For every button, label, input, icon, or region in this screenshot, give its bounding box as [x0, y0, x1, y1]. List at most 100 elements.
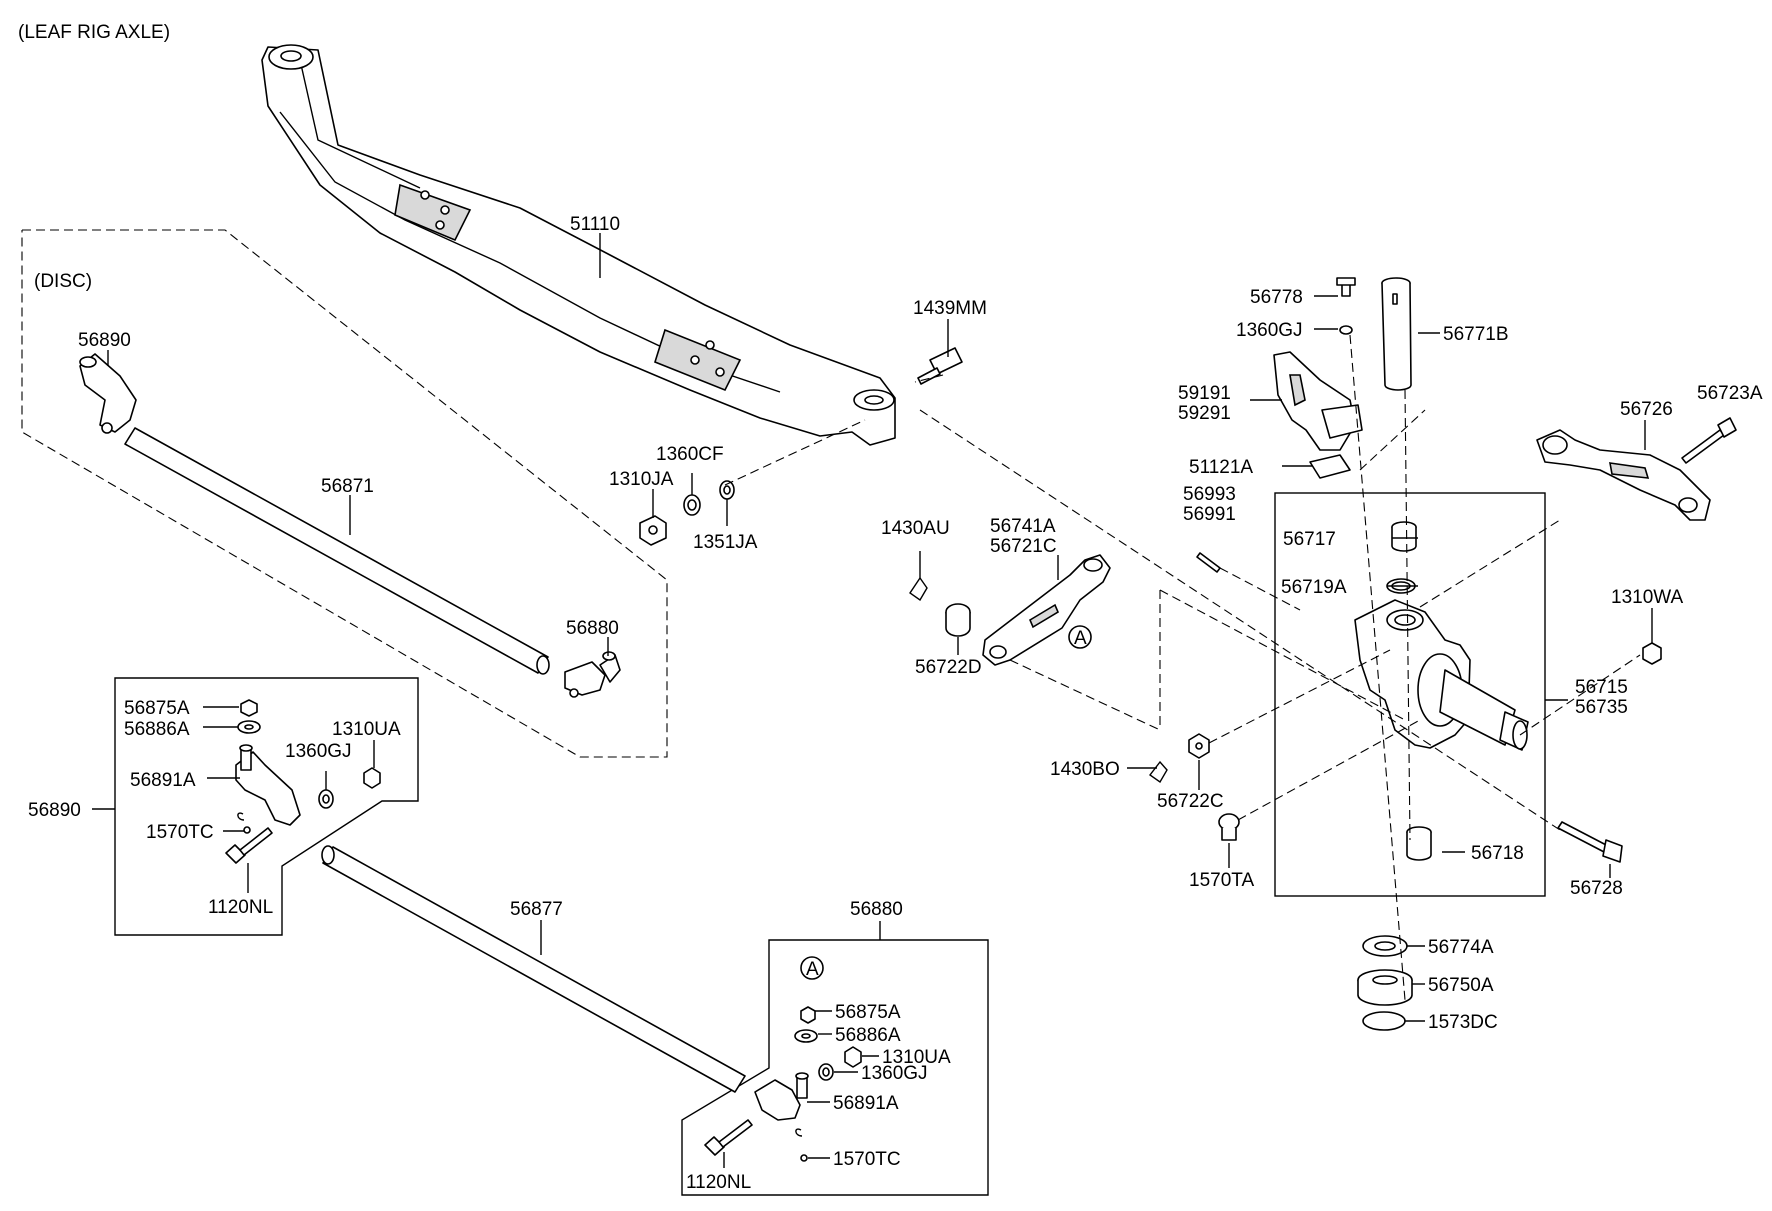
left-tie-rod-end-kit-box [114, 677, 419, 936]
label-kit-right-group[interactable]: 56880 [850, 899, 903, 920]
callout-a-label: A [806, 959, 819, 980]
label-tie-rod-end-left-disc[interactable]: 56890 [78, 330, 131, 351]
label-grease-fitting[interactable]: 1570TA [1189, 870, 1254, 891]
disc-variant-dashed-frame [21, 229, 668, 758]
label-steering-arm-nut[interactable]: 1310WA [1611, 587, 1683, 608]
label-castle-nut[interactable]: 56722C [1157, 791, 1224, 812]
label-axle-nut[interactable]: 1310JA [609, 469, 674, 490]
axle-nut [639, 515, 667, 546]
label-cotter-pin-lower[interactable]: 1430BO [1050, 759, 1120, 780]
label-knuckle-arm-a[interactable]: 56741A [990, 516, 1056, 537]
label-bracket-b[interactable]: 59291 [1178, 403, 1231, 424]
label-tie-rod-disc[interactable]: 56871 [321, 476, 374, 497]
knuckle-arm [982, 554, 1111, 666]
label-axle-bolt[interactable]: 1439MM [913, 298, 987, 319]
kit-left-nut [240, 699, 258, 717]
kit-right-nut-b [844, 1046, 862, 1068]
label-kit-right-nut[interactable]: 56875A [835, 1002, 901, 1023]
label-knuckle-arm-b[interactable]: 56721C [990, 536, 1057, 557]
kit-right-pin [795, 1128, 808, 1162]
axle-bolt [917, 347, 963, 385]
label-kit-right-pin[interactable]: 1570TC [833, 1149, 901, 1170]
bracket [1273, 351, 1363, 451]
variant-label: (DISC) [34, 271, 92, 292]
knuckle-bolt [1557, 821, 1623, 863]
label-steering-arm-bolt[interactable]: 56723A [1697, 383, 1763, 404]
tie-rod-end-right-disc [564, 651, 621, 698]
bracket-plate [1309, 454, 1351, 479]
knuckle-group-box [1274, 492, 1546, 897]
kit-right-washer-b [818, 1063, 834, 1081]
cotter-pin-lower [1148, 760, 1168, 784]
label-kit-left-bolt[interactable]: 1120NL [208, 897, 273, 918]
stopper-bolt [1336, 277, 1356, 297]
label-tie-rod[interactable]: 56877 [510, 899, 563, 920]
label-axle-washer-b[interactable]: 1351JA [693, 532, 758, 553]
label-thrust-bearing[interactable]: 56750A [1428, 975, 1494, 996]
knuckle [1354, 599, 1529, 751]
label-seal-upper[interactable]: 56719A [1281, 577, 1347, 598]
label-stopper-bolt[interactable]: 56778 [1250, 287, 1303, 308]
label-shim[interactable]: 56774A [1428, 937, 1494, 958]
label-knuckle-b[interactable]: 56735 [1575, 697, 1628, 718]
label-king-pin[interactable]: 56771B [1443, 324, 1509, 345]
label-knuckle-bolt[interactable]: 56728 [1570, 878, 1623, 899]
steering-arm [1536, 429, 1711, 521]
tie-rod [321, 845, 746, 1093]
callout-a-knuckle-arm: A [1068, 625, 1092, 649]
label-kit-left-washer-b[interactable]: 1360GJ [285, 741, 352, 762]
label-lock-pin-b[interactable]: 56991 [1183, 504, 1236, 525]
section-title: (LEAF RIG AXLE) [18, 22, 170, 43]
label-bush-upper[interactable]: 56717 [1283, 529, 1336, 550]
label-kit-left-nut[interactable]: 56875A [124, 698, 190, 719]
kit-left-washer [237, 720, 261, 734]
label-kit-left-nut-b[interactable]: 1310UA [332, 719, 401, 740]
label-kit-left-washer[interactable]: 56886A [124, 719, 190, 740]
label-kit-right-arm[interactable]: 56891A [833, 1093, 899, 1114]
lock-pin [1196, 552, 1221, 573]
kit-right-bolt [704, 1119, 753, 1156]
bushing [945, 603, 971, 637]
king-pin [1381, 277, 1412, 391]
label-bush-lower[interactable]: 56718 [1471, 843, 1524, 864]
label-kit-left-arm[interactable]: 56891A [130, 770, 196, 791]
label-stopper-washer[interactable]: 1360GJ [1236, 320, 1303, 341]
axle-washer-b [719, 480, 735, 500]
thrust-bearing [1357, 969, 1413, 1006]
label-bracket-plate[interactable]: 51121A [1189, 457, 1253, 478]
label-kit-right-washer-b[interactable]: 1360GJ [861, 1063, 928, 1084]
label-axle-beam[interactable]: 51110 [570, 214, 620, 235]
label-kit-right-nut-b[interactable]: 1310UA [882, 1047, 951, 1068]
label-lock-pin-a[interactable]: 56993 [1183, 484, 1236, 505]
castle-nut [1188, 733, 1210, 759]
kit-left-washer-b [318, 789, 334, 809]
label-cotter-pin-upper[interactable]: 1430AU [881, 518, 950, 539]
kit-right-arm [754, 1072, 809, 1121]
label-steering-arm[interactable]: 56726 [1620, 399, 1673, 420]
leader-lines [92, 233, 1653, 1168]
label-bushing[interactable]: 56722D [915, 657, 982, 678]
axle-washer-a [683, 494, 701, 516]
right-tie-rod-end-kit-box [681, 939, 989, 1196]
tie-rod-disc [124, 427, 550, 675]
kit-left-pin [237, 812, 251, 834]
kit-left-bolt [225, 827, 273, 864]
label-axle-washer-a[interactable]: 1360CF [656, 444, 724, 465]
label-tie-rod-end-right-disc[interactable]: 56880 [566, 618, 619, 639]
label-bracket-a[interactable]: 59191 [1178, 383, 1231, 404]
label-kit-right-washer[interactable]: 56886A [835, 1025, 901, 1046]
label-kit-right-bolt[interactable]: 1120NL [686, 1172, 751, 1193]
steering-arm-nut [1642, 642, 1662, 665]
shim [1362, 935, 1408, 957]
kit-right-washer [794, 1029, 818, 1043]
label-cap[interactable]: 1573DC [1428, 1012, 1498, 1033]
label-kit-left-group[interactable]: 56890 [28, 800, 81, 821]
label-kit-left-pin[interactable]: 1570TC [146, 822, 214, 843]
cap [1362, 1011, 1406, 1031]
bush-lower [1406, 826, 1432, 861]
kit-right-nut [800, 1006, 816, 1024]
callout-a-right-kit: A [800, 956, 824, 980]
label-knuckle-a[interactable]: 56715 [1575, 677, 1628, 698]
